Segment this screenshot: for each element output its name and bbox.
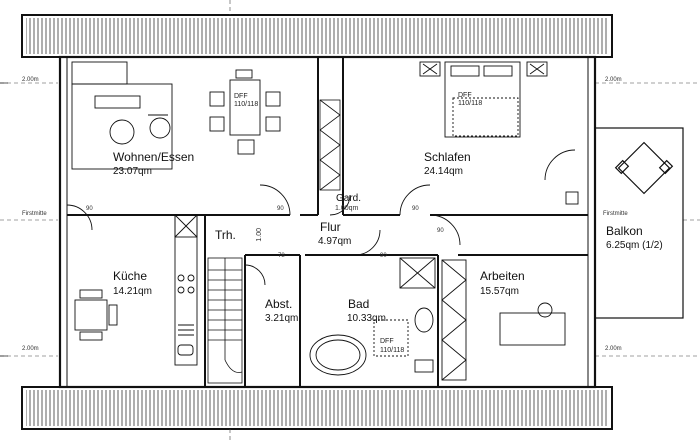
room-name-abst: Abst. [265,297,293,311]
dim-right-bottom: 2.00m [605,346,622,352]
room-area-abst: 3.21qm [265,313,299,324]
room-name-bad: Bad [348,297,370,311]
dining-table [209,69,281,155]
door-width-abst: 78 [278,253,285,259]
room-area-arbeiten: 15.57qm [480,286,519,297]
wardrobe [319,99,341,191]
doors [66,149,576,286]
bed [419,61,579,205]
room-name-arbeiten: Arbeiten [480,269,525,283]
roof-window-label-schlafen: DFF [458,92,472,99]
room-area-kueche: 14.21qm [113,286,152,297]
room-area-schlafen: 24.14qm [424,166,463,177]
sofa [71,61,173,170]
balcony [594,127,684,319]
kitchen-counter [74,214,198,366]
room-name-schlafen: Schlafen [424,150,471,164]
firstmitte-left: Firstmitte [22,211,47,217]
firstmitte-right: Firstmitte [603,211,628,217]
roof-window-label-wohnen: DFF [234,93,248,100]
roof-window-label-bad: DFF [380,338,394,345]
room-name-wohnen: Wohnen/Essen [113,150,195,164]
room-area-gard: 1.00qm [335,205,359,212]
room-area-balkon: 6.25qm (1/2) [606,240,663,251]
dim-left-top: 2.00m [22,77,39,83]
door-width-kueche: 90 [86,206,93,212]
room-name-flur: Flur [320,220,341,234]
door-width-trh: 1.00 [256,228,263,242]
roof-top [21,14,613,58]
desk [499,302,566,346]
dimension-ticks [0,82,8,357]
room-area-flur: 4.97qm [318,236,352,247]
dim-left-bottom: 2.00m [22,346,39,352]
room-name-trh: Trh. [215,228,236,242]
bathroom-fixtures [309,257,467,381]
stairs [207,257,243,384]
roof-window-size-bad: 110/118 [380,347,405,354]
door-width-wohnen: 90 [277,206,284,212]
room-name-balkon: Balkon [606,224,643,238]
room-area-bad: 10.33qm [347,313,386,324]
roof-window-size-wohnen: 110/118 [234,101,259,108]
room-name-gard: Gard. [336,193,362,204]
dim-right-top: 2.00m [605,77,622,83]
door-width-schlafen: 90 [412,206,419,212]
roof-bottom [21,386,613,430]
door-width-bad: 90 [380,253,387,259]
roof-window-size-schlafen: 110/118 [458,100,483,107]
room-area-wohnen: 23.07qm [113,166,152,177]
room-name-kueche: Küche [113,269,148,283]
interior-walls [67,57,588,387]
door-width-arbeiten: 90 [437,228,444,234]
